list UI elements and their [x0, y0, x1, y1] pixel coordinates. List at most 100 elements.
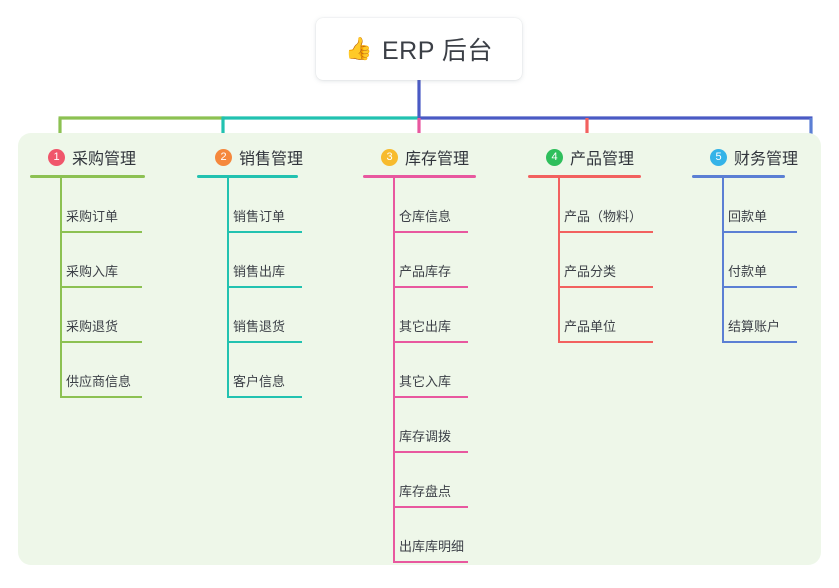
- branch-item[interactable]: 销售订单: [197, 178, 333, 233]
- branch-number-badge: 2: [215, 148, 232, 166]
- branch-item[interactable]: 出库库明细: [363, 508, 509, 563]
- branch-title: 财务管理: [734, 151, 799, 168]
- branch-underline: [363, 175, 476, 178]
- branch-item-underline: [393, 341, 468, 343]
- branch-number-badge: 5: [710, 148, 727, 166]
- branch-item-label: 采购订单: [66, 209, 119, 224]
- branch-item[interactable]: 仓库信息: [363, 178, 509, 233]
- branch-item[interactable]: 付款单: [692, 233, 822, 288]
- branch-item[interactable]: 采购退货: [30, 288, 180, 343]
- branch-item-label: 采购退货: [66, 319, 119, 334]
- branch-item-underline: [227, 286, 302, 288]
- branch-item-underline: [60, 396, 142, 398]
- branch-item[interactable]: 采购入库: [30, 233, 180, 288]
- branch-item[interactable]: 回款单: [692, 178, 822, 233]
- branch-item-underline: [393, 561, 468, 563]
- branch-item[interactable]: 库存盘点: [363, 453, 509, 508]
- branch-item-label: 产品（物料）: [564, 209, 643, 224]
- branch-stem: [393, 178, 395, 563]
- branch-item-underline: [722, 286, 797, 288]
- branch-item-underline: [60, 231, 142, 233]
- branch-item-label: 出库库明细: [399, 539, 465, 554]
- branch-item-underline: [393, 451, 468, 453]
- branch-item-label: 产品库存: [399, 264, 452, 279]
- branch-item[interactable]: 产品单位: [528, 288, 674, 343]
- branch-item[interactable]: 其它出库: [363, 288, 509, 343]
- branch-item-underline: [227, 396, 302, 398]
- branch-item-underline: [558, 286, 653, 288]
- thumbs-up-icon: 👍: [345, 36, 373, 61]
- branch-header-3[interactable]: 3 库存管理: [363, 145, 509, 169]
- branch-item-label: 供应商信息: [66, 374, 132, 389]
- branch-item[interactable]: 其它入库: [363, 343, 509, 398]
- branch-item-label: 回款单: [728, 209, 768, 224]
- branch-item-label: 结算账户: [728, 319, 781, 334]
- branch-item-label: 销售出库: [233, 264, 286, 279]
- branch-item-underline: [722, 341, 797, 343]
- branch-title: 产品管理: [570, 151, 635, 168]
- branch-item[interactable]: 客户信息: [197, 343, 333, 398]
- branch-item-label: 仓库信息: [399, 209, 452, 224]
- branch-item-label: 产品单位: [564, 319, 617, 334]
- branch-underline: [30, 175, 145, 178]
- branch-stem: [60, 178, 62, 398]
- branch-item[interactable]: 供应商信息: [30, 343, 180, 398]
- branch-header-1[interactable]: 1 采购管理: [30, 145, 180, 169]
- branch-item-underline: [393, 286, 468, 288]
- branch-item-underline: [227, 231, 302, 233]
- branch-underline: [692, 175, 785, 178]
- branch-stem: [558, 178, 560, 343]
- branch-item[interactable]: 销售退货: [197, 288, 333, 343]
- root-node-label: 👍 ERP 后台: [345, 31, 493, 67]
- branches-panel: [18, 133, 821, 565]
- branch-title: 采购管理: [72, 151, 137, 168]
- branch-item[interactable]: 采购订单: [30, 178, 180, 233]
- branch-column-1: 1 采购管理采购订单采购入库采购退货供应商信息: [30, 145, 180, 398]
- branch-item-underline: [558, 341, 653, 343]
- branch-item[interactable]: 销售出库: [197, 233, 333, 288]
- branch-title: 库存管理: [405, 151, 470, 168]
- branch-item-label: 库存调拨: [399, 429, 452, 444]
- branch-item-label: 客户信息: [233, 374, 286, 389]
- branch-header-5[interactable]: 5 财务管理: [692, 145, 822, 169]
- branch-item-underline: [393, 396, 468, 398]
- branch-column-5: 5 财务管理回款单付款单结算账户: [692, 145, 822, 343]
- root-node[interactable]: 👍 ERP 后台: [316, 18, 522, 80]
- branch-item-label: 产品分类: [564, 264, 617, 279]
- branch-item[interactable]: 产品（物料）: [528, 178, 674, 233]
- branch-underline: [197, 175, 298, 178]
- branch-item-label: 付款单: [728, 264, 768, 279]
- branch-items: 销售订单销售出库销售退货客户信息: [197, 178, 333, 398]
- branch-stem: [722, 178, 724, 343]
- branch-item-label: 销售退货: [233, 319, 286, 334]
- branch-items: 仓库信息产品库存其它出库其它入库库存调拨库存盘点出库库明细: [363, 178, 509, 563]
- branch-item[interactable]: 结算账户: [692, 288, 822, 343]
- branch-item[interactable]: 产品库存: [363, 233, 509, 288]
- branch-item-underline: [722, 231, 797, 233]
- branch-item[interactable]: 库存调拨: [363, 398, 509, 453]
- branch-item-underline: [393, 506, 468, 508]
- branch-item-underline: [60, 341, 142, 343]
- branch-item-underline: [393, 231, 468, 233]
- branch-item-label: 销售订单: [233, 209, 286, 224]
- branch-item-label: 库存盘点: [399, 484, 452, 499]
- branch-item-label: 其它出库: [399, 319, 452, 334]
- branch-underline: [528, 175, 641, 178]
- root-title-text: ERP 后台: [382, 37, 493, 65]
- branch-number-badge: 3: [381, 148, 398, 166]
- branch-item-label: 其它入库: [399, 374, 452, 389]
- branch-item-underline: [60, 286, 142, 288]
- branch-number-badge: 1: [48, 148, 65, 166]
- branch-items: 产品（物料） 产品分类产品单位: [528, 178, 674, 343]
- branch-items: 回款单付款单结算账户: [692, 178, 822, 343]
- branch-item-underline: [227, 341, 302, 343]
- branch-items: 采购订单采购入库采购退货供应商信息: [30, 178, 180, 398]
- branch-item-underline: [558, 231, 653, 233]
- branch-item[interactable]: 产品分类: [528, 233, 674, 288]
- branch-item-label: 采购入库: [66, 264, 119, 279]
